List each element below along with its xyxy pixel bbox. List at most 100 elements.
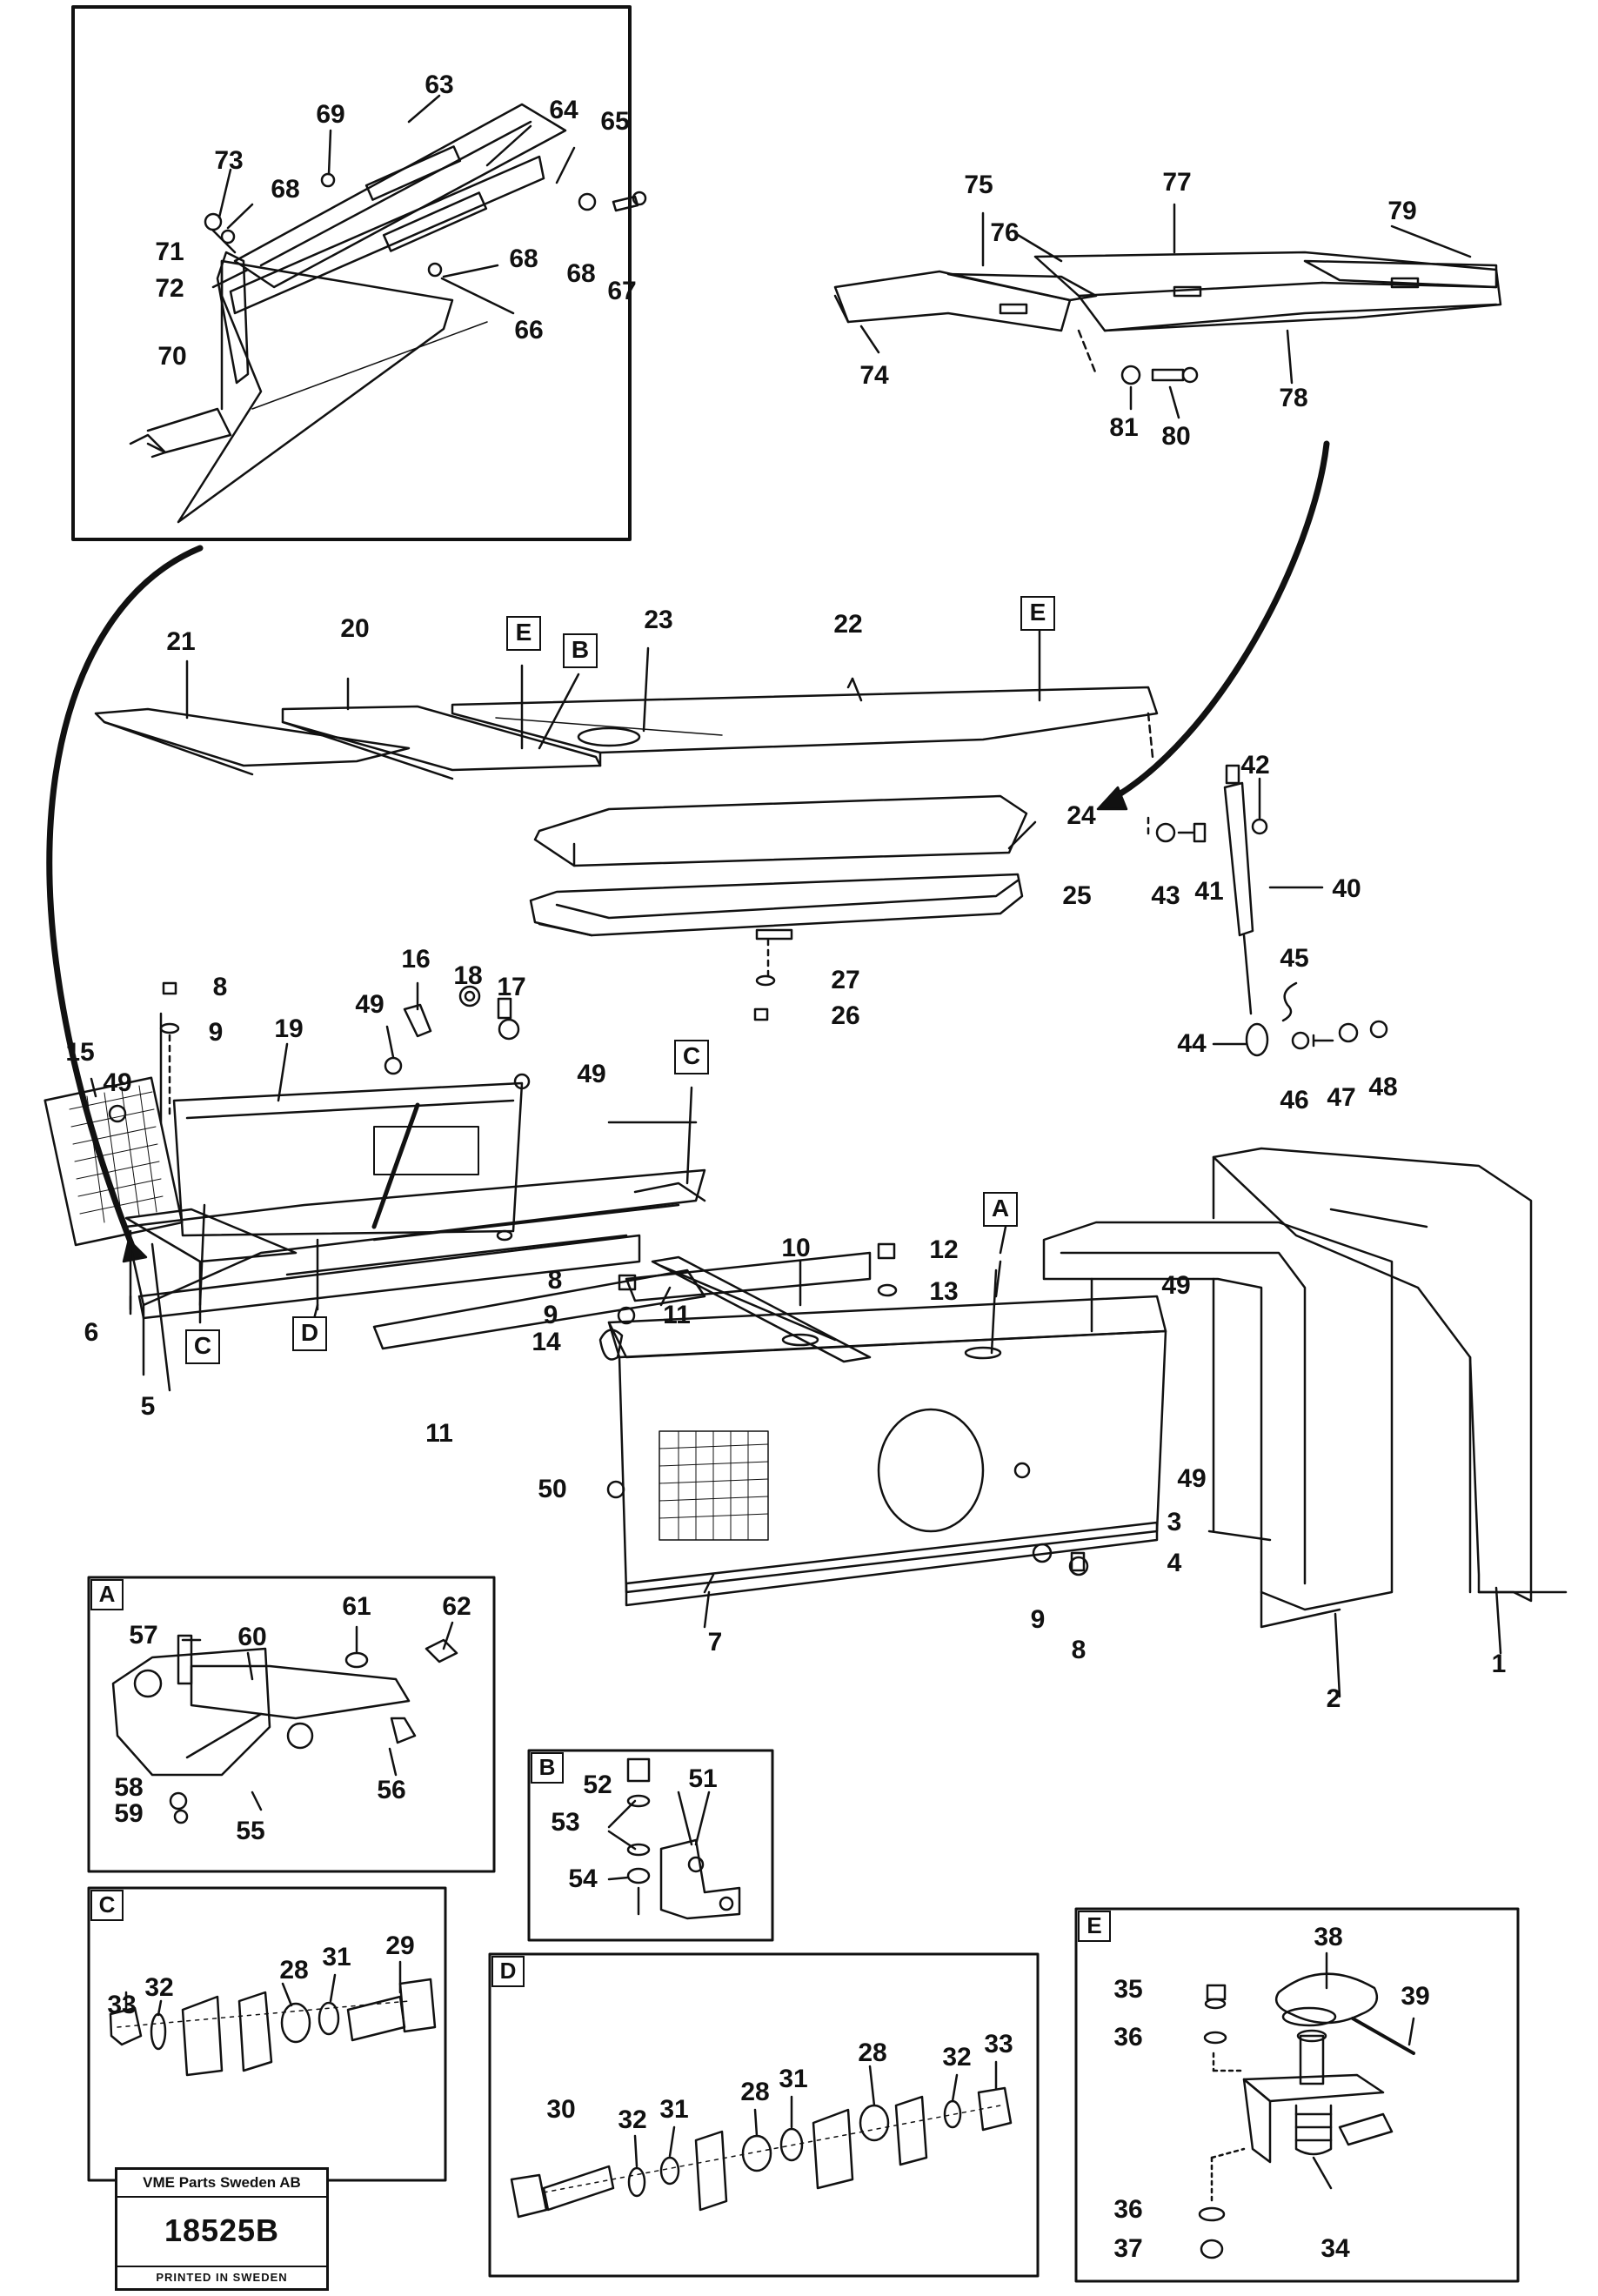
callout-72: 72 [155, 274, 184, 303]
callout-59: 59 [114, 1799, 144, 1828]
callout-45: 45 [1280, 944, 1309, 973]
callout-11-b: 11 [425, 1419, 453, 1448]
callout-17: 17 [497, 973, 526, 1001]
stamp-company: VME Parts Sweden AB [117, 2170, 326, 2198]
callout-29: 29 [385, 1931, 415, 1960]
callout-54: 54 [568, 1864, 598, 1893]
detail-tag-b: B [531, 1752, 564, 1784]
callout-64: 64 [549, 96, 578, 124]
inset-panel-assembly [71, 5, 647, 541]
callout-77: 77 [1162, 168, 1192, 197]
callout-49-a: 49 [355, 990, 384, 1019]
callout-9-c: 9 [1030, 1605, 1046, 1634]
callout-19: 19 [274, 1014, 304, 1043]
callout-67: 67 [607, 277, 637, 305]
callout-37: 37 [1113, 2234, 1143, 2263]
callout-33-d: 33 [984, 2030, 1013, 2058]
callout-81: 81 [1109, 413, 1139, 442]
callout-49-d: 49 [1161, 1271, 1191, 1300]
callout-13: 13 [929, 1277, 959, 1306]
detail-a-hinge [87, 1576, 496, 1873]
callout-41: 41 [1194, 877, 1224, 906]
floor-panels-20-23 [94, 625, 1159, 780]
callout-34: 34 [1321, 2234, 1350, 2263]
callout-36-a: 36 [1113, 2023, 1143, 2052]
detail-tag-d: D [491, 1956, 525, 1987]
callout-7: 7 [707, 1628, 723, 1657]
reference-curve-right [1106, 440, 1330, 804]
callout-3: 3 [1167, 1508, 1182, 1536]
detail-tag-c: C [90, 1890, 124, 1921]
callout-68-b: 68 [509, 244, 538, 273]
callout-31-c: 31 [322, 1943, 351, 1971]
callout-8-a: 8 [212, 973, 228, 1001]
callout-32-c: 32 [144, 1973, 174, 2002]
callout-60: 60 [237, 1623, 267, 1651]
callout-39: 39 [1401, 1982, 1430, 2011]
rod-assembly-40-48 [1147, 764, 1388, 1057]
callout-25: 25 [1062, 881, 1092, 910]
ref-box-c-2: C [185, 1329, 220, 1364]
ref-box-b: B [563, 633, 598, 668]
callout-20: 20 [340, 614, 370, 643]
callout-42: 42 [1240, 751, 1270, 780]
ref-box-e-1: E [506, 616, 541, 651]
callout-18: 18 [453, 961, 483, 990]
callout-69: 69 [316, 100, 345, 129]
callout-9-b: 9 [543, 1301, 558, 1329]
callout-55: 55 [236, 1817, 265, 1845]
detail-b-bracket [527, 1749, 774, 1942]
callout-32-d-left: 32 [618, 2105, 647, 2134]
callout-74: 74 [859, 361, 889, 390]
upper-panels-74-79 [833, 203, 1502, 419]
callout-26: 26 [831, 1001, 860, 1030]
callout-62: 62 [442, 1592, 471, 1621]
callout-2: 2 [1326, 1684, 1341, 1713]
left-frame-assembly [43, 1012, 706, 1392]
callout-31-d-right: 31 [779, 2065, 808, 2093]
callout-75: 75 [964, 171, 993, 199]
callout-70: 70 [157, 342, 187, 371]
callout-6: 6 [84, 1318, 99, 1347]
title-stamp: VME Parts Sweden AB 18525B PRINTED IN SW… [115, 2167, 329, 2291]
callout-9-a: 9 [208, 1018, 224, 1047]
callout-8-c: 8 [1071, 1636, 1087, 1664]
callout-63: 63 [425, 70, 454, 99]
callout-56: 56 [377, 1776, 406, 1804]
callout-30: 30 [546, 2095, 576, 2124]
callout-80: 80 [1161, 422, 1191, 451]
callout-14: 14 [532, 1328, 561, 1356]
tray-25 [529, 873, 1024, 1021]
callout-57: 57 [129, 1621, 158, 1650]
panel-24-shape [533, 794, 1028, 867]
callout-1: 1 [1491, 1650, 1507, 1678]
callout-76: 76 [990, 218, 1020, 247]
hardware-16-18 [108, 981, 531, 1123]
stamp-drawing-number: 18525B [164, 2212, 280, 2248]
main-frame-7-11 [372, 1208, 1167, 1629]
callout-68-a: 68 [271, 175, 300, 204]
callout-49-c: 49 [103, 1068, 132, 1097]
callout-79: 79 [1387, 197, 1417, 225]
callout-38: 38 [1314, 1923, 1343, 1951]
callout-28-c: 28 [279, 1956, 309, 1985]
callout-12: 12 [929, 1235, 959, 1264]
callout-49-e: 49 [1177, 1464, 1207, 1493]
callout-47: 47 [1327, 1083, 1356, 1112]
callout-44: 44 [1177, 1029, 1207, 1058]
callout-16: 16 [401, 945, 431, 974]
ref-box-c-1: C [674, 1040, 709, 1074]
callout-43: 43 [1151, 881, 1180, 910]
callout-58: 58 [114, 1773, 144, 1802]
callout-8-b: 8 [547, 1266, 563, 1295]
callout-15: 15 [65, 1038, 95, 1067]
callout-32-d-right: 32 [942, 2043, 972, 2072]
ref-box-d: D [292, 1316, 327, 1351]
callout-53: 53 [551, 1808, 580, 1837]
callout-22: 22 [833, 610, 863, 639]
callout-48: 48 [1368, 1073, 1398, 1101]
callout-73: 73 [214, 146, 244, 175]
callout-23: 23 [644, 606, 673, 634]
callout-51: 51 [688, 1764, 718, 1793]
